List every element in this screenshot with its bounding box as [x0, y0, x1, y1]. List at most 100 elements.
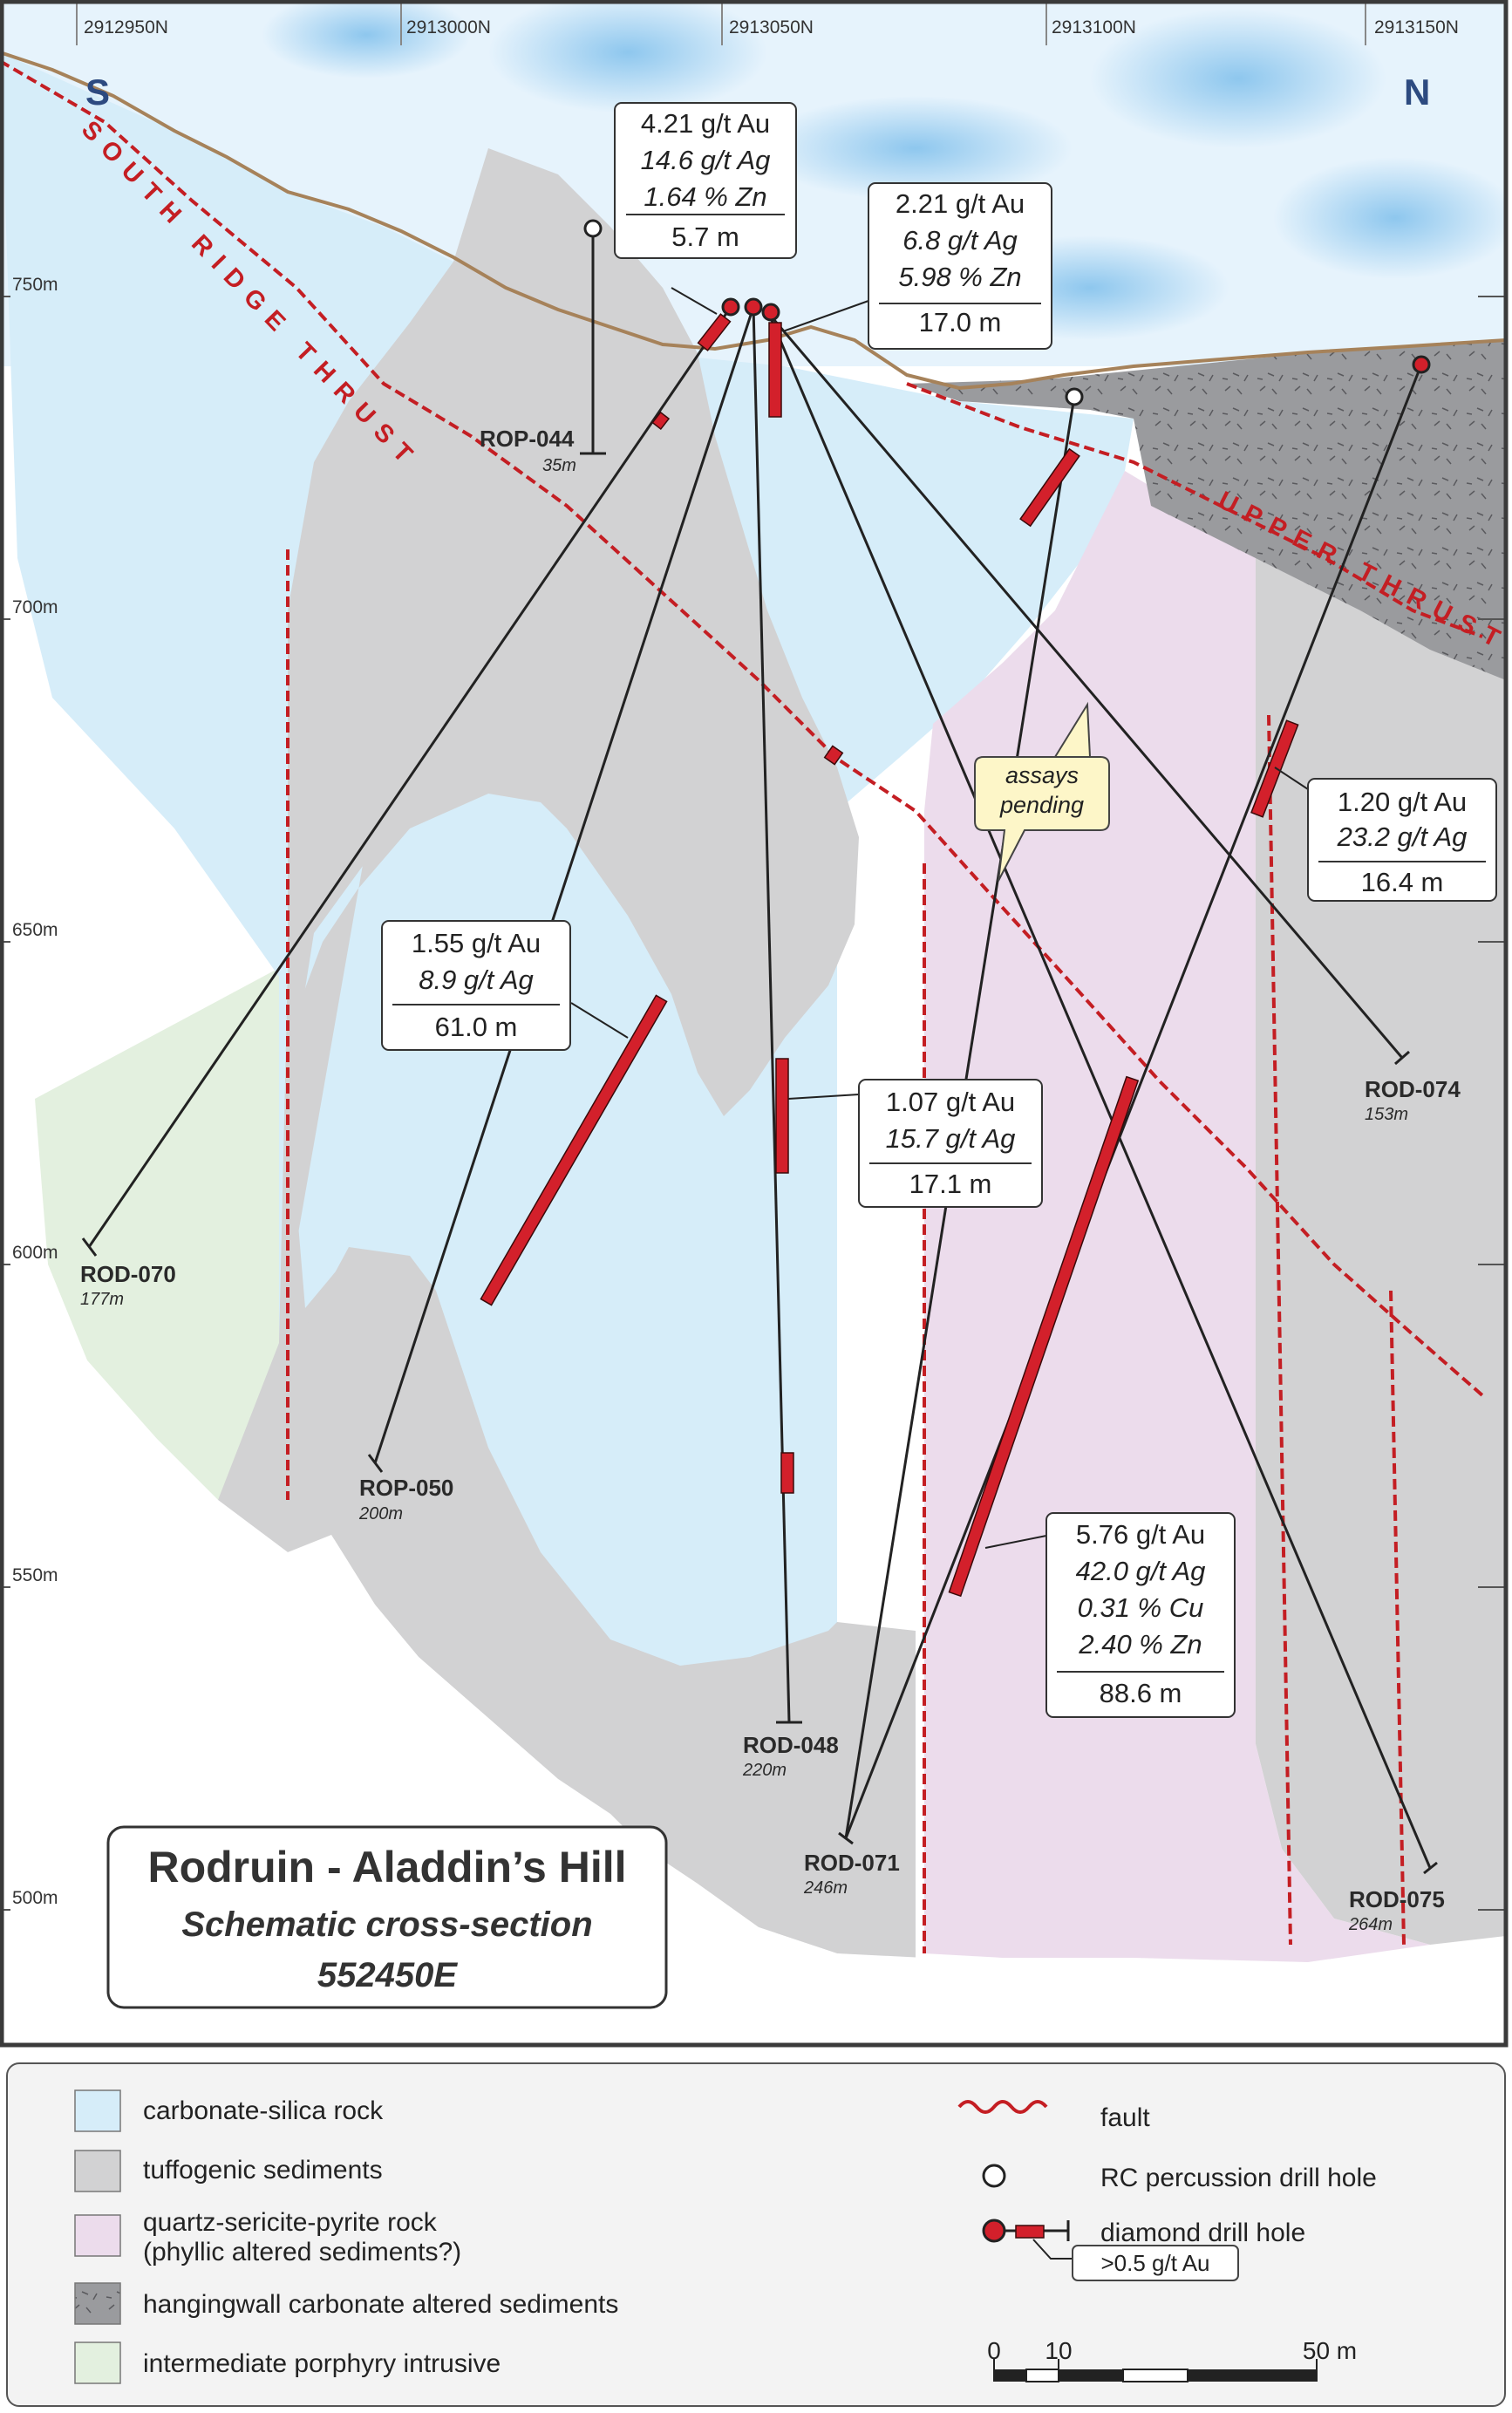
assay-line: 1.20 g/t Au — [1338, 787, 1467, 817]
ground-surface — [0, 51, 1506, 391]
callout-line: assays — [1005, 762, 1079, 788]
scale-label: 50 m — [1303, 2337, 1357, 2364]
legend-label: quartz-sericite-pyrite rock — [143, 2208, 438, 2237]
legend-rc-symbol — [982, 2164, 1006, 2188]
hole-depth-label: 220m — [742, 1761, 787, 1780]
scale-label: 10 — [1045, 2337, 1072, 2364]
elevation-label: 650m — [12, 920, 58, 940]
assay-width: 17.0 m — [919, 307, 1002, 337]
legend-label: hangingwall carbonate altered sediments — [143, 2290, 618, 2319]
legend-swatch-hangingwall — [74, 2282, 121, 2325]
assay-line: 14.6 g/t Ag — [641, 145, 771, 175]
elevation-label: 600m — [12, 1243, 58, 1263]
fault-north-vertical — [1267, 714, 1292, 1946]
assay-line: 2.21 g/t Au — [896, 188, 1025, 219]
northing-label: 2913000N — [406, 17, 491, 37]
legend-label: diamond drill hole — [1100, 2219, 1305, 2247]
assay-width: 16.4 m — [1361, 867, 1444, 897]
hole-depth-label: 177m — [80, 1290, 124, 1309]
legend-label: (phyllic altered sediments?) — [143, 2238, 461, 2266]
scale-bar: 0 10 50 m — [987, 2337, 1357, 2382]
assay-line: 1.55 g/t Au — [412, 928, 541, 958]
assays-pending-callout: assays pending — [974, 701, 1110, 882]
hole-depth-label: 153m — [1365, 1105, 1408, 1124]
callout-leaders — [570, 287, 1309, 1549]
legend-label: intermediate porphyry intrusive — [143, 2349, 501, 2378]
assay-line: 8.9 g/t Ag — [419, 965, 534, 995]
upper-thrust-fault — [906, 382, 1483, 638]
legend-swatch-carbonate — [74, 2089, 121, 2132]
northing-label: 2912950N — [84, 17, 168, 37]
northing-axis: 2912950N 2913000N 2913050N 2913100N 2913… — [76, 0, 1459, 45]
tuffogenic-sediments-unit-north — [1256, 549, 1506, 1945]
tuffogenic-sediments-unit-lower — [288, 1247, 916, 1962]
assay-line: 23.2 g/t Ag — [1337, 821, 1468, 852]
drill-trace-rod-074 — [767, 313, 1404, 1059]
elevation-axis: 750m 700m 650m 600m 550m 500m — [0, 275, 1506, 1911]
assay-box: 1.07 g/t Au 15.7 g/t Ag 17.1 m — [858, 1079, 1043, 1208]
legend-swatch-porphyry — [74, 2341, 121, 2384]
fault-lines — [0, 59, 1484, 1953]
legend-swatch-tuffogenic — [74, 2150, 121, 2192]
assay-line: 6.8 g/t Ag — [902, 225, 1018, 256]
hole-labels: ROP-044 35m ROD-070 177m ROP-050 200m RO… — [80, 426, 1461, 1934]
title-sub: Schematic cross-section — [181, 1905, 592, 1944]
gold-intercepts — [480, 313, 1299, 1598]
south-direction-label: S — [85, 72, 110, 112]
assay-line: 5.98 % Zn — [898, 262, 1021, 292]
assay-line: 5.76 g/t Au — [1076, 1519, 1205, 1550]
legend-diamond-symbol — [982, 2219, 1073, 2260]
drill-trace-rod-071-upper — [844, 364, 1423, 1839]
diamond-collar-1 — [721, 297, 740, 317]
elevation-label: 550m — [12, 1565, 58, 1585]
hole-depth-label: 246m — [803, 1878, 848, 1898]
northing-label: 2913150N — [1374, 17, 1459, 37]
diamond-collar-2 — [744, 297, 763, 317]
map-area: SOUTH RIDGE THRUST UPPER THRUST S N 2912… — [0, 0, 1506, 2045]
hole-id-label: ROD-070 — [80, 1261, 176, 1287]
legend-label: carbonate-silica rock — [143, 2096, 384, 2125]
assay-line: 42.0 g/t Ag — [1076, 1556, 1206, 1586]
tuffogenic-sediments-unit-west — [218, 148, 488, 1552]
drill-trace-rop-050 — [373, 306, 755, 1464]
assay-box: 5.76 g/t Au 42.0 g/t Ag 0.31 % Cu 2.40 %… — [1045, 1512, 1236, 1718]
assay-line: 1.64 % Zn — [644, 181, 766, 212]
title-box: Rodruin - Aladdin’s Hill Schematic cross… — [106, 1825, 668, 2009]
hangingwall-carbonate-unit — [907, 340, 1506, 680]
assay-box: 1.55 g/t Au 8.9 g/t Ag 61.0 m — [381, 920, 571, 1051]
south-ridge-thrust-fault — [0, 59, 1484, 1397]
assay-width: 17.1 m — [909, 1169, 992, 1199]
tuffogenic-sediments-unit — [279, 148, 859, 1343]
blank-zone-west — [0, 872, 1506, 2045]
elevation-label: 750m — [12, 275, 58, 295]
legend-label: fault — [1100, 2103, 1150, 2132]
legend-label: RC percussion drill hole — [1100, 2164, 1377, 2192]
elevation-label: 700m — [12, 597, 58, 617]
diamond-collar-4 — [1412, 355, 1431, 374]
legend-panel: carbonate-silica rock tuffogenic sedimen… — [6, 2062, 1506, 2407]
assay-line: 4.21 g/t Au — [641, 108, 770, 139]
northing-label: 2913050N — [729, 17, 814, 37]
rc-collar-rop-044 — [583, 219, 603, 238]
assay-width: 5.7 m — [671, 222, 739, 252]
hole-id-label: ROP-050 — [359, 1475, 453, 1501]
assay-width: 61.0 m — [435, 1012, 518, 1042]
legend-fault-symbol — [957, 2100, 1048, 2114]
assay-box: 1.20 g/t Au 23.2 g/t Ag 16.4 m — [1307, 778, 1497, 902]
map-frame — [0, 0, 1509, 2048]
hole-id-label: ROD-074 — [1365, 1076, 1461, 1102]
northing-label: 2913100N — [1052, 17, 1136, 37]
hole-depth-label: 35m — [542, 456, 576, 475]
north-direction-label: N — [1404, 72, 1430, 112]
assay-line: 15.7 g/t Ag — [886, 1123, 1016, 1154]
drill-trace-rod-070 — [87, 306, 732, 1248]
legend-label: tuffogenic sediments — [143, 2156, 383, 2185]
hole-id-label: ROD-048 — [743, 1732, 839, 1758]
assay-width: 88.6 m — [1100, 1678, 1182, 1708]
drill-collars — [583, 219, 1431, 406]
assay-box: 4.21 g/t Au 14.6 g/t Ag 1.64 % Zn 5.7 m — [614, 102, 797, 259]
porphyry-intrusive-unit — [35, 968, 288, 1500]
hole-depth-label: 200m — [358, 1504, 403, 1523]
hole-id-label: ROD-071 — [804, 1850, 900, 1876]
